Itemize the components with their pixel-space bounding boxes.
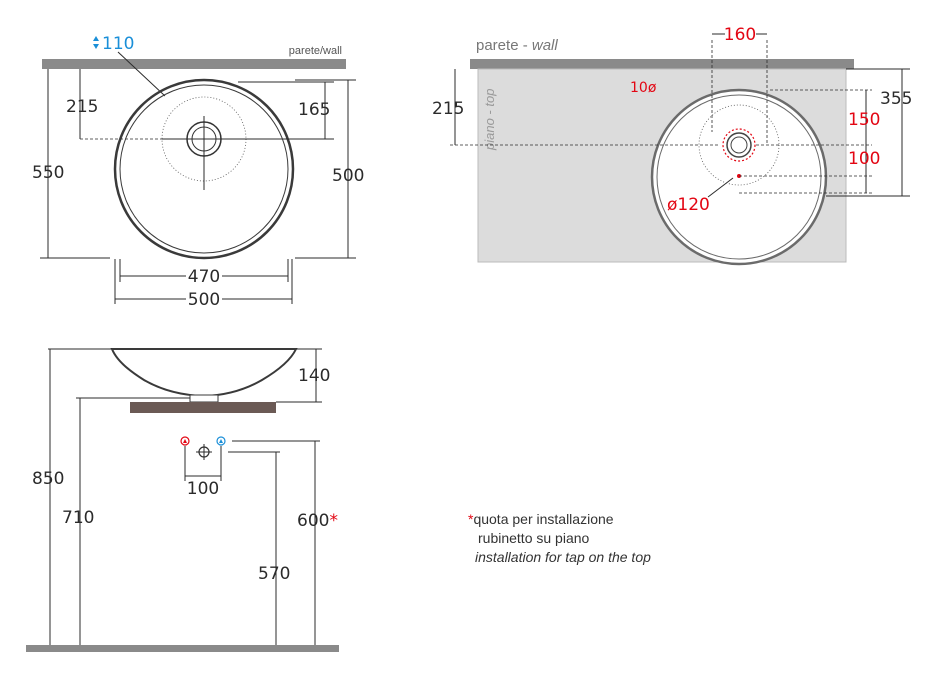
dim-165: 165 [298,100,330,120]
side-dim-100: 100 [187,479,219,499]
wall-label: parete/wall [289,45,342,57]
plan-dim-160: 160 [724,25,756,45]
plan-dim-355: 355 [880,89,912,109]
note-line-2: rubinetto su piano [478,530,590,546]
dim-110: 110 [102,34,134,54]
leader-120 [707,177,734,198]
wall-bar [42,59,346,69]
side-dim-140: 140 [298,366,330,386]
dim-500-right: 500 [332,166,364,186]
side-dim-600: 600* [297,511,338,531]
bowl-outer [113,78,295,260]
dim-550: 550 [32,163,64,183]
plan-dim-120: ø120 [667,195,710,215]
plan-dim-215: 215 [432,99,464,119]
plan-dim-100: 100 [848,149,880,169]
floor-bar [26,645,339,652]
bowl-side [110,348,298,398]
plan-view: parete - wall piano - top 10ø 160 215 3 [432,25,912,266]
dim-10: 10ø [630,80,657,96]
plan-dim-150: 150 [848,110,880,130]
plan-wall-bar [470,59,854,69]
dim-470: 470 [188,267,220,287]
side-dim-570: 570 [258,564,290,584]
bowl-drain [189,394,219,403]
dim-215: 215 [66,97,98,117]
top-label: piano - top [482,89,497,151]
top-view: parete/wall 110 215 165 550 500 [32,34,364,310]
plan-drain-inner [730,136,748,154]
countertop-side [130,402,276,413]
plan-basin-inner [656,94,822,260]
side-view: 140 100 850 710 600* 570 [26,348,339,652]
bowl-inner [119,84,289,254]
plan-wall-label: parete - wall [476,37,558,54]
note-line-3: installation for tap on the top [475,549,651,565]
tap-hole-red [722,128,756,162]
blue-arrow-icon [93,36,99,49]
leader-110 [117,51,166,97]
side-dim-710: 710 [62,508,94,528]
note-line-1: *quota per installazione [468,511,614,527]
installation-note: *quota per installazione rubinetto su pi… [468,511,651,565]
side-dim-850: 850 [32,469,64,489]
dim-500-bottom: 500 [188,290,220,310]
